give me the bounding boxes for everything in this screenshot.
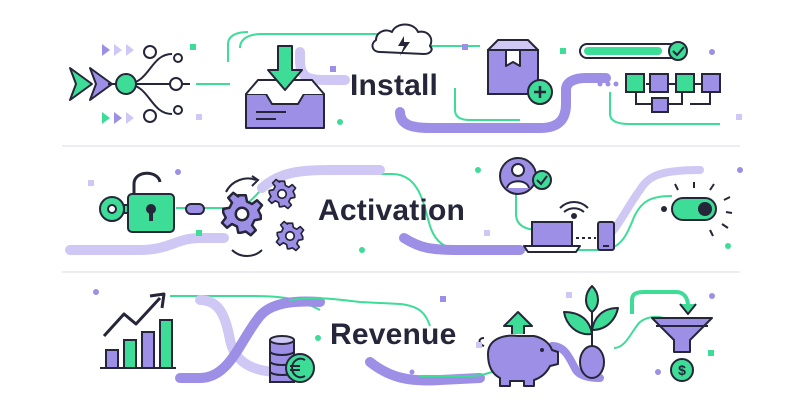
smartphone-icon (597, 221, 615, 251)
install-row (69, 23, 742, 133)
section-dividers (62, 145, 740, 273)
flowchart-icon (625, 73, 721, 113)
stage-label-install: Install (350, 69, 439, 102)
sprouting-plant-icon (563, 285, 619, 379)
activation-decor-dots (88, 167, 743, 253)
revenue-decor-dots (93, 289, 715, 375)
gears-icon (220, 175, 305, 257)
unlocked-padlock-icon (127, 171, 175, 233)
progress-bar-check-icon (579, 41, 688, 61)
euro-coin-icon (285, 353, 315, 383)
toggle-switch-icon (661, 182, 733, 237)
funnel-dollar-icon: $ (630, 290, 713, 382)
connector-link-icon (185, 203, 205, 215)
stage-label-revenue: Revenue (330, 318, 457, 351)
user-check-icon (499, 157, 552, 195)
download-tray-icon (245, 45, 325, 129)
package-plus-icon (487, 39, 553, 105)
arrow-chevrons-icon (69, 44, 134, 124)
growth-bar-chart-icon (100, 292, 176, 369)
activation-row (65, 157, 743, 257)
laptop-icon (523, 221, 581, 253)
wifi-icon (559, 201, 589, 219)
revenue-row: $ (93, 285, 715, 387)
branch-nodes-icon (108, 45, 190, 123)
install-decor-dots (190, 44, 742, 125)
cloud-lightning-icon (371, 23, 433, 56)
stage-label-activation: Activation (318, 194, 466, 227)
svg-text:$: $ (678, 362, 686, 378)
piggy-bank-icon (478, 311, 559, 387)
